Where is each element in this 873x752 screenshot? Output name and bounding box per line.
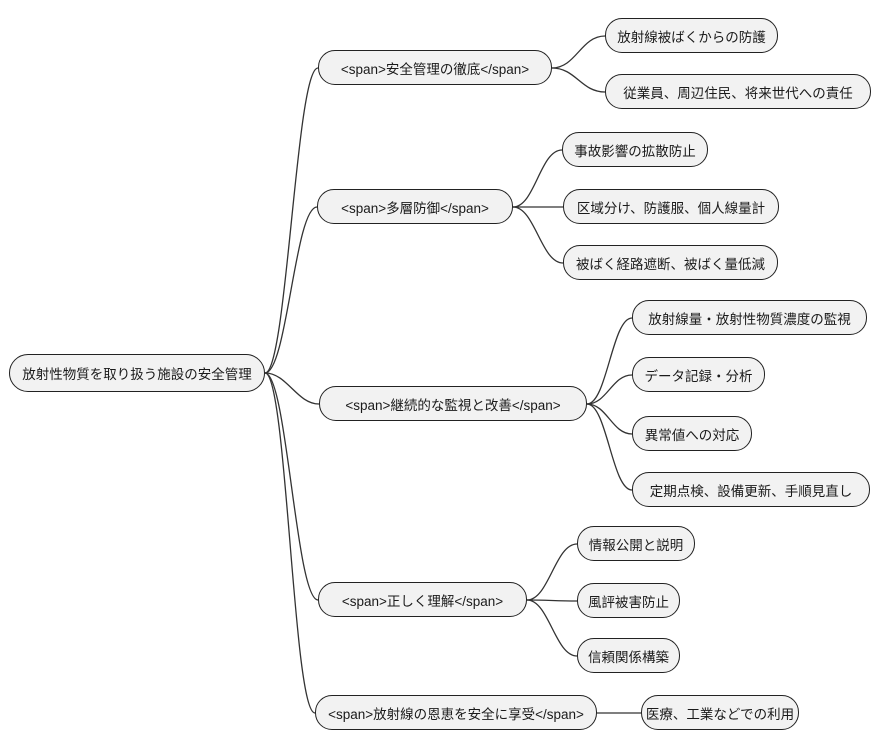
leaf-node-data-recording: データ記録・分析 — [632, 357, 765, 392]
edge-root-to-branch-5 — [264, 372, 316, 714]
branch-node-defense-in-depth: <span>多層防御</span> — [317, 189, 513, 224]
leaf-node-accident-spread-prevention: 事故影響の拡散防止 — [562, 132, 708, 167]
leaf-node-radiation-protection: 放射線被ばくからの防護 — [605, 18, 778, 53]
edge-branch1-to-leaf-1 — [551, 35, 606, 69]
branch-node-correct-understanding: <span>正しく理解</span> — [318, 582, 527, 617]
edge-branch3-to-leaf-1 — [586, 317, 633, 405]
edge-branch2-to-leaf-3 — [512, 206, 564, 264]
leaf-node-exposure-path-reduction: 被ばく経路遮断、被ばく量低減 — [563, 245, 778, 280]
edge-root-to-branch-2 — [264, 206, 318, 374]
edge-branch3-to-leaf-4 — [586, 403, 633, 491]
edge-branch3-to-leaf-3 — [586, 403, 633, 435]
edge-branch4-to-leaf-3 — [526, 599, 578, 657]
edge-branch4-to-leaf-2 — [526, 599, 578, 602]
branch-node-safety-management: <span>安全管理の徹底</span> — [318, 50, 552, 85]
edge-root-to-branch-3 — [264, 372, 320, 405]
leaf-node-zoning-ppe-dosimeter: 区域分け、防護服、個人線量計 — [563, 189, 779, 224]
leaf-node-trust-building: 信頼関係構築 — [577, 638, 680, 673]
branch-node-safe-benefits: <span>放射線の恩恵を安全に享受</span> — [315, 695, 597, 730]
root-node-facility-safety: 放射性物質を取り扱う施設の安全管理 — [9, 354, 265, 392]
leaf-node-rumor-damage-prevention: 風評被害防止 — [577, 583, 680, 618]
edge-root-to-branch-1 — [264, 67, 319, 374]
edge-root-to-branch-4 — [264, 372, 319, 601]
leaf-node-anomaly-response: 異常値への対応 — [632, 416, 752, 451]
edge-branch1-to-leaf-2 — [551, 67, 606, 93]
leaf-node-responsibility: 従業員、周辺住民、将来世代への責任 — [605, 74, 871, 109]
edge-branch3-to-leaf-2 — [586, 374, 633, 405]
leaf-node-periodic-inspection: 定期点検、設備更新、手順見直し — [632, 472, 870, 507]
leaf-node-radiation-monitoring: 放射線量・放射性物質濃度の監視 — [632, 300, 867, 335]
branch-node-monitoring-improvement: <span>継続的な監視と改善</span> — [319, 386, 587, 421]
leaf-node-medical-industrial-use: 医療、工業などでの利用 — [641, 695, 799, 730]
leaf-node-information-disclosure: 情報公開と説明 — [577, 526, 695, 561]
edge-branch2-to-leaf-1 — [512, 149, 563, 208]
edge-branch4-to-leaf-1 — [526, 543, 578, 601]
